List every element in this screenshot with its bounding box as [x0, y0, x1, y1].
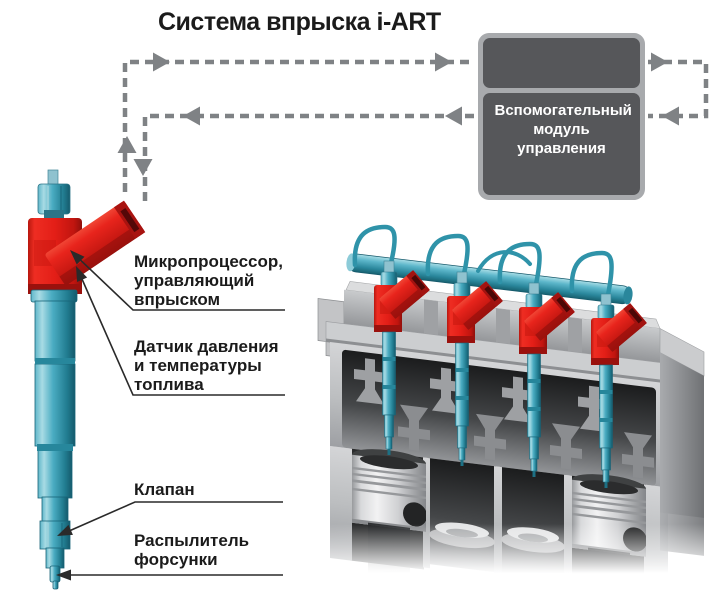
bottom-fade — [312, 524, 728, 600]
fuel-rail-loops — [352, 224, 614, 303]
callout-valve: Клапан — [134, 480, 195, 499]
callout-pressure-sensor: Датчик давления и температуры топлива — [134, 337, 279, 394]
arrow-left-icon — [662, 106, 679, 126]
arrow-up-icon — [117, 136, 137, 153]
page-title: Система впрыска i-ART — [158, 8, 441, 36]
control-module-box: Вспомогательный модуль управления — [478, 33, 645, 200]
callout-leader-lines — [59, 251, 285, 576]
arrow-right-icon — [153, 52, 170, 72]
injector-connector-arm — [45, 200, 146, 286]
fuel-injector-illustration — [28, 169, 146, 590]
arrow-left-icon — [183, 106, 200, 126]
arrow-left-icon — [445, 106, 462, 126]
arrow-down-icon — [133, 159, 153, 176]
module-bottom-panel: Вспомогательный модуль управления — [483, 93, 640, 195]
engine-illustration — [312, 224, 728, 600]
piston-1 — [352, 446, 427, 532]
module-label: Вспомогательный модуль управления — [494, 102, 632, 157]
arrow-right-icon — [435, 52, 452, 72]
callout-microprocessor: Микропроцессор, управляющий впрыском — [134, 252, 284, 309]
module-top-panel — [483, 38, 640, 88]
arrow-right-icon — [651, 52, 668, 72]
callout-nozzle: Распылитель форсунки — [134, 531, 250, 569]
